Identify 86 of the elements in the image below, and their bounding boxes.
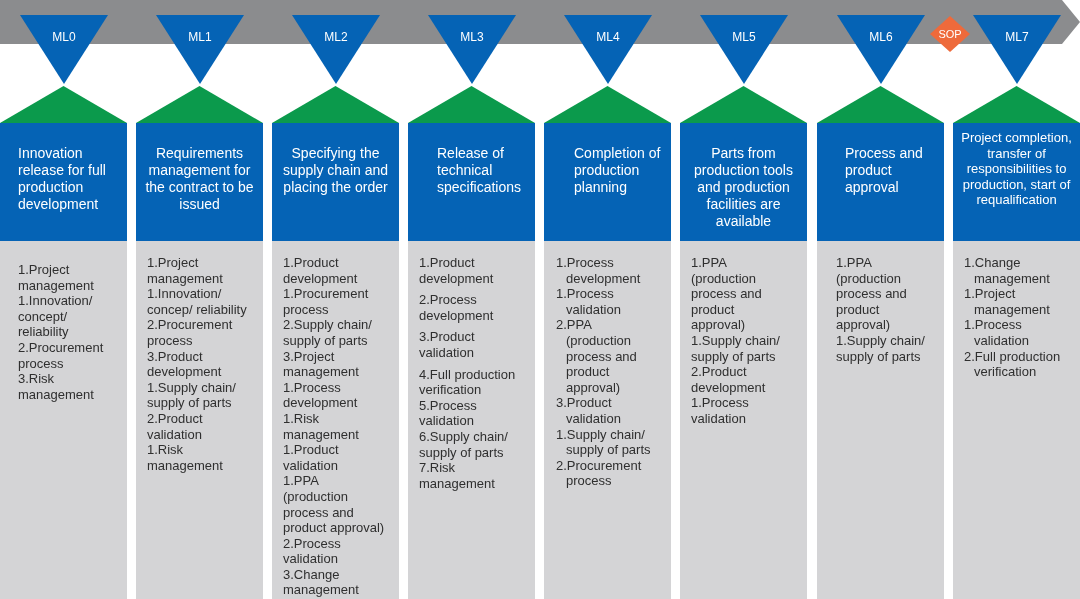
activity-panel [272, 241, 399, 599]
activity-item: 3.Project management [283, 348, 360, 380]
milestone-triangle [428, 15, 516, 84]
activity-item: 3.Product development [147, 348, 223, 380]
activity-panel [680, 241, 807, 599]
phase-title: Release of technical specifications [437, 145, 523, 196]
activity-panel [136, 241, 263, 599]
activity-item: 6.Supply chain/ supply of parts [419, 428, 509, 461]
activity-item: 2.PPA (production process and product approval) [556, 317, 638, 396]
activity-item: 1.Process validation [964, 317, 1030, 349]
milestone-label: ML1 [188, 30, 212, 46]
activity-item: 1.PPA (production process and product approval) [691, 255, 763, 333]
activity-item: 1.Risk management [283, 410, 360, 443]
diamond-label: SOP [938, 28, 962, 40]
phase-header [408, 123, 535, 241]
activity-item: 2.Supply chain/ supply of parts [283, 317, 373, 349]
milestone-label: ML2 [324, 30, 348, 46]
phase-title: Innovation release for full production development [18, 145, 107, 213]
phase-title: Completion of production planning [574, 145, 662, 196]
activity-panel [817, 241, 944, 599]
milestone-triangle [292, 15, 380, 84]
activity-item: 5.Process validation [419, 397, 478, 429]
activity-item: 2.Procurement process [556, 457, 643, 489]
activity-item: 2.Process validation [283, 535, 342, 567]
activity-item: 1.Process development [283, 379, 359, 411]
milestone-triangle [973, 15, 1061, 84]
activity-item: 2.Process development [419, 292, 495, 324]
phase-header [136, 123, 263, 241]
activity-item: 3.Product validation [419, 329, 476, 361]
activity-item: 1.PPA (production process and product approval) [836, 255, 908, 333]
activity-item: 1.Process validation [691, 395, 750, 427]
milestone-triangle [837, 15, 925, 84]
activity-item: 2.Product development [691, 364, 767, 396]
activity-item: 1.Project management [964, 286, 1051, 318]
activity-item: 1.Project management [147, 255, 224, 287]
phase-title: Parts from production tools and production facilities are available [693, 145, 794, 230]
milestone-diamond [930, 16, 970, 52]
phase-header [0, 123, 127, 241]
activity-item: 1.Change management [964, 255, 1051, 287]
activity-item: 1.Procurement process [283, 286, 370, 318]
phase-header [680, 123, 807, 241]
phase-header [953, 123, 1080, 241]
activity-item: 1.Innovation/ concept/ reliability [18, 293, 94, 340]
milestone-label: ML4 [596, 30, 620, 46]
activity-item: 1.Innovation/ concep/ reliability [147, 286, 248, 318]
activity-panel [544, 241, 671, 599]
activity-item: 3.Change management [283, 566, 360, 599]
activity-item: 1.Product development [419, 255, 495, 287]
milestone-label: ML5 [732, 30, 756, 46]
milestone-triangle [564, 15, 652, 84]
milestone-triangle [156, 15, 244, 84]
activity-item: 2.Procurement process [147, 317, 234, 349]
activity-item: 1.Product validation [283, 442, 340, 474]
activity-item: 1.Process validation [556, 286, 622, 318]
phase-title: Project completion, transfer of responsibilities to production, start of requalification [960, 130, 1073, 208]
activity-item: 2.Product validation [147, 410, 204, 443]
phase-title: Process and product approval [845, 145, 924, 196]
activity-item: 3.Product validation [556, 395, 622, 427]
activity-item: 1.Supply chain/ supply of parts [147, 379, 237, 411]
activity-item: 1.Project management [18, 262, 95, 294]
milestone-triangle [20, 15, 108, 84]
phase-header [272, 123, 399, 241]
milestone-label: ML3 [460, 30, 484, 46]
activity-item: 2.Procurement process [18, 339, 105, 372]
activity-panel [0, 241, 127, 599]
activity-item: 1.Supply chain/ supply of parts [691, 332, 781, 365]
phase-header [817, 123, 944, 241]
activity-item: 3.Risk management [18, 371, 95, 403]
milestone-label: ML6 [869, 30, 893, 46]
activity-item: 1.Product development [283, 255, 359, 287]
activity-panel [953, 241, 1080, 599]
phase-title: Requirements management for the contract to be issued [144, 145, 255, 213]
milestone-label: ML0 [52, 30, 76, 46]
activity-item: 1.Supply chain/ supply of parts [836, 332, 926, 365]
phase-header [544, 123, 671, 241]
activity-item: 1.PPA (production process and product approval) [283, 473, 386, 536]
activity-item: 1.Process development [556, 255, 642, 287]
activity-item: 1.Supply chain/ supply of parts [556, 426, 652, 458]
milestone-label: ML7 [1005, 30, 1029, 46]
activity-item: 4.Full production verification [419, 366, 517, 398]
activity-panel [408, 241, 535, 599]
phase-title: Specifying the supply chain and placing the order [281, 145, 390, 196]
activity-item: 7.Risk management [419, 460, 496, 492]
activity-item: 2.Full production verification [964, 348, 1062, 380]
milestone-triangle [700, 15, 788, 84]
activity-item: 1.Risk management [147, 442, 224, 474]
